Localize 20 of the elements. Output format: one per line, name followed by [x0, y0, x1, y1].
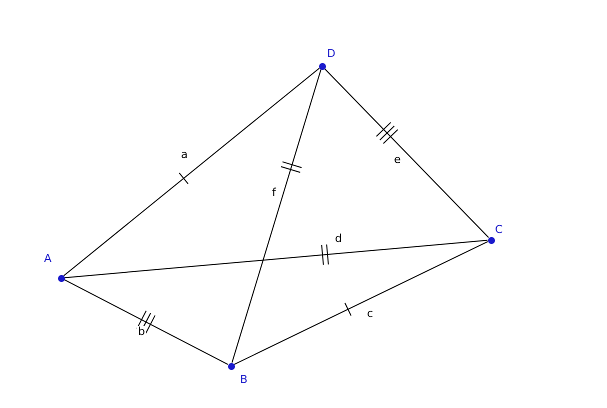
point-dot — [318, 62, 326, 70]
line-segment — [324, 68, 490, 238]
point-label: A — [44, 253, 52, 265]
line-segment — [234, 241, 488, 365]
line-segment — [232, 68, 322, 364]
edge-label: f — [271, 187, 277, 199]
line-segment — [63, 68, 320, 276]
point-label: D — [327, 48, 336, 60]
point-dot — [228, 362, 234, 370]
edge-label: a — [180, 149, 189, 161]
point-label: C — [495, 224, 503, 236]
edge-label: c — [366, 308, 374, 320]
edge-label: b — [137, 326, 146, 338]
point-label: B — [240, 374, 248, 386]
point-dot — [488, 236, 494, 244]
line-segment — [64, 240, 488, 278]
line-segment — [64, 279, 228, 365]
edge-label: e — [393, 154, 402, 166]
edge-label: d — [334, 233, 343, 245]
point-dot — [58, 274, 64, 282]
